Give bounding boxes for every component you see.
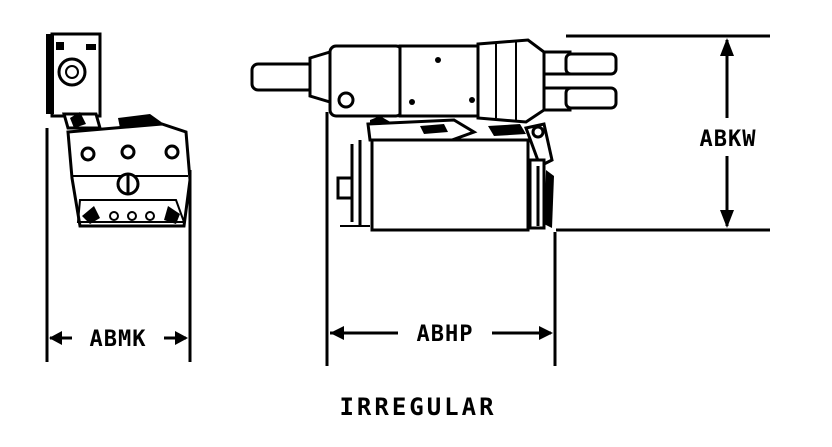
width-label: ABMK — [90, 327, 147, 352]
height-arrow-bottom — [720, 210, 734, 228]
side-view-port — [57, 57, 87, 87]
side-view-port-inner — [65, 65, 79, 79]
side-view — [46, 32, 192, 228]
width-arrow-left — [49, 331, 62, 345]
side-view-housing-edge — [46, 34, 54, 114]
side-view-hole-2 — [120, 144, 136, 160]
length-label: ABHP — [417, 322, 474, 347]
height-arrow-top — [720, 38, 734, 56]
front-view — [250, 38, 618, 232]
length-arrow-left — [330, 326, 344, 340]
front-view-inlet-tube — [250, 62, 316, 92]
length-arrow-right — [539, 326, 553, 340]
height-dimension: ABKW — [556, 34, 770, 232]
side-view-mount-right — [164, 206, 180, 224]
front-view-terminal — [336, 176, 354, 200]
shape-caption: IRREGULAR — [339, 393, 496, 421]
front-view-center-block — [398, 44, 486, 118]
front-view-outlet-tube-lower — [564, 86, 618, 110]
front-view-outlet-tube-upper — [564, 52, 618, 76]
front-view-coil — [370, 138, 530, 232]
side-view-mount-left — [82, 206, 100, 224]
front-view-manifold — [476, 38, 546, 124]
side-view-hole-3 — [164, 144, 180, 160]
length-dimension: ABHP — [325, 112, 557, 366]
width-dimension: ABMK — [45, 128, 192, 362]
side-view-hole-1 — [80, 146, 96, 162]
width-arrow-right — [175, 331, 188, 345]
height-label: ABKW — [700, 127, 757, 152]
